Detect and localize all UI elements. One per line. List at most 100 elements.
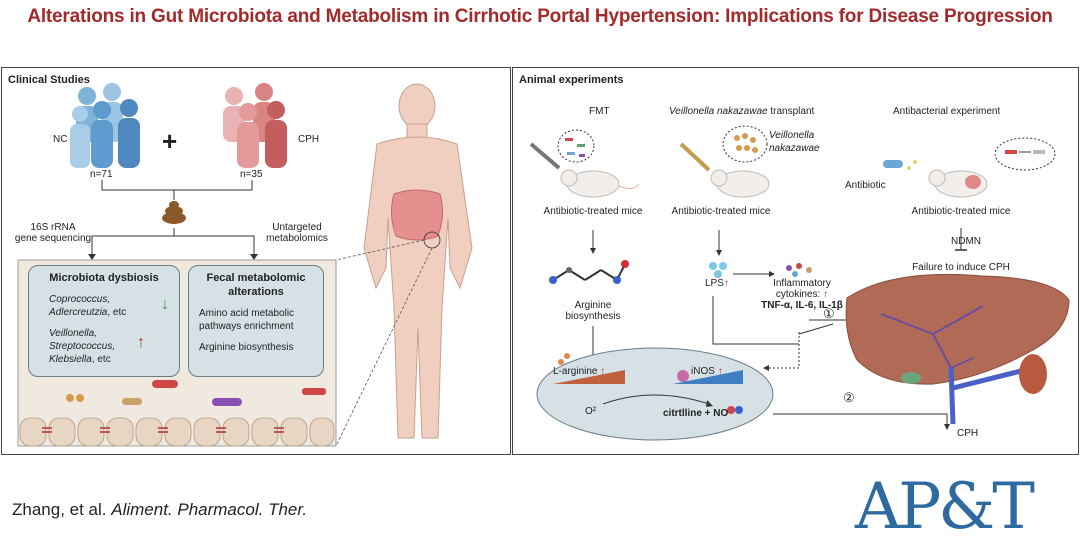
stool-icon xyxy=(162,201,186,224)
microbiota-dysbiosis-box: Microbiota dysbiosis Coprococcus, Adlerc… xyxy=(28,265,180,377)
intestine-organ-icon xyxy=(390,189,444,241)
nc-people-icon xyxy=(70,83,140,168)
veillonella-transplant-label: Veillonella nakazawae transplant xyxy=(669,106,814,117)
down-genus-2-name: Adlercreutzia xyxy=(49,307,108,318)
lps-label: LPS↑ xyxy=(705,278,729,289)
mouse-icon-2 xyxy=(710,169,770,198)
antibacterial-bubble xyxy=(994,137,1056,171)
up-genus-1: Veillonella, xyxy=(49,328,97,339)
plus-sign: + xyxy=(162,126,178,156)
inflammatory-line-2: cytokines: ↑ xyxy=(757,289,847,300)
mouse-icon-3 xyxy=(928,169,988,198)
split-arrows xyxy=(91,228,255,254)
inflammatory-line-2-text: cytokines: xyxy=(775,289,821,300)
antibacterial-label: Antibacterial experiment xyxy=(893,106,1001,117)
clinical-graphics xyxy=(17,83,473,447)
kidney-icon xyxy=(1019,354,1047,394)
metabolomics-label-line-1: Untargeted xyxy=(272,222,322,233)
fmt-label: FMT xyxy=(589,106,610,117)
animal-panel-title: Animal experiments xyxy=(519,74,624,86)
step-2-marker: ② xyxy=(843,390,855,405)
intestinal-villi xyxy=(19,417,335,447)
fmt-bubble xyxy=(557,129,595,163)
up-genus-3-suffix: , etc xyxy=(91,354,111,365)
l-arginine-wedge xyxy=(553,370,625,384)
cph-people-icon xyxy=(223,83,287,168)
syringe-icon xyxy=(529,142,561,170)
inos-enzyme-icon xyxy=(677,370,689,382)
inos-label: iNOS ↑ xyxy=(691,366,723,377)
sequencing-label-line-2: gene sequencing xyxy=(14,233,92,244)
fecal-line-2: pathways enrichment xyxy=(199,321,294,332)
nc-label: NC xyxy=(53,134,68,145)
veillonella-title-rest: transplant xyxy=(767,106,815,117)
cytokines-icon xyxy=(786,263,812,277)
antibiotic-label: Antibiotic xyxy=(845,180,886,191)
veillonella-inset-1: Veillonella xyxy=(769,130,815,141)
animal-experiments-panel: Animal experiments xyxy=(512,67,1079,455)
cph-outcome-label: CPH xyxy=(957,428,979,439)
inflammatory-label: Inflammatory cytokines: ↑ TNF-α, IL-6, I… xyxy=(757,278,847,311)
pathway-ellipse xyxy=(536,347,774,441)
cph-label: CPH xyxy=(298,134,320,145)
inflammatory-line-3: TNF-α, IL-6, IL-1β xyxy=(761,300,843,311)
no-molecule-icon xyxy=(727,406,743,414)
antibiotic-pill-icon xyxy=(883,160,917,170)
l-arginine-label: L-arginine ↑ xyxy=(553,366,605,377)
down-arrow-icon: ↓ xyxy=(161,296,169,313)
citation-authors: Zhang, et al. xyxy=(12,500,112,519)
human-body-icon xyxy=(363,83,473,439)
up-arrow-icon: ↑ xyxy=(137,334,145,351)
citrulline-label: citrtlline + NO xyxy=(663,408,729,419)
antibacterial-bacteria-icon xyxy=(1005,150,1045,154)
down-genus-2-suffix: , etc xyxy=(107,307,127,318)
citation: Zhang, et al. Aliment. Pharmacol. Ther. xyxy=(12,500,307,520)
metabolomics-label-line-2: metabolomics xyxy=(266,233,328,244)
up-genus-2: Streptococcus, xyxy=(49,341,116,352)
lps-up-arrow-icon: ↑ xyxy=(723,278,729,289)
arginine-label: Arginine biosynthesis xyxy=(553,300,633,322)
group-merge-bracket xyxy=(101,180,253,200)
up-genus-3-name: Klebsiella xyxy=(49,354,92,365)
veillonella-title-species: Veillonella nakazawae xyxy=(669,106,768,117)
up-genus-3: Klebsiella, etc xyxy=(49,354,111,365)
arginine-label-line-1: Arginine xyxy=(574,300,612,311)
gallbladder-icon xyxy=(901,372,921,384)
page-title: Alterations in Gut Microbiota and Metabo… xyxy=(27,6,1053,27)
clinical-studies-panel: Clinical Studies xyxy=(1,67,511,455)
fecal-line-1: Amino acid metabolic xyxy=(199,308,295,319)
fecal-title-line-1: Fecal metabolomic xyxy=(206,272,306,284)
down-genus-1: Coprococcus, xyxy=(49,294,111,305)
lps-icon xyxy=(709,262,727,278)
fmt-bacteria-icon xyxy=(565,138,585,157)
inos-text: iNOS xyxy=(691,366,715,377)
l-arginine-up-arrow-icon: ↑ xyxy=(600,366,606,377)
veillonella-cells-icon xyxy=(734,133,758,153)
citation-journal: Aliment. Pharmacol. Ther. xyxy=(111,500,308,519)
cytokine-up-arrow-icon: ↑ xyxy=(823,289,829,300)
fecal-title-line-2: alterations xyxy=(228,286,284,298)
mice-label-1: Antibiotic-treated mice xyxy=(543,206,643,217)
arginine-label-line-2: biosynthesis xyxy=(565,311,621,322)
fecal-line-3: Arginine biosynthesis xyxy=(199,342,294,353)
l-arginine-text: L-arginine xyxy=(553,366,598,377)
lps-text: LPS xyxy=(705,278,724,289)
step-1-marker: ① xyxy=(823,306,835,321)
animal-graphics: × xyxy=(529,125,1070,441)
inos-wedge xyxy=(673,370,743,384)
journal-logo: AP&T xyxy=(855,470,1035,544)
inos-up-arrow-icon: ↑ xyxy=(717,366,723,377)
ndmn-label: NDMN xyxy=(951,236,981,247)
mouse-icon-1 xyxy=(560,169,640,198)
fecal-metabolomic-box: Fecal metabolomic alterations Amino acid… xyxy=(188,265,324,377)
inflammatory-line-1: Inflammatory xyxy=(773,278,831,289)
syringe-icon-2 xyxy=(679,142,711,172)
metabolomics-label: Untargeted metabolomics xyxy=(257,222,337,244)
clinical-panel-title: Clinical Studies xyxy=(8,74,90,86)
tight-junctions xyxy=(42,427,284,433)
dysbiosis-title: Microbiota dysbiosis xyxy=(49,272,159,284)
sequencing-label-line-1: 16S rRNA xyxy=(30,222,76,233)
molecule-atoms xyxy=(549,260,629,284)
down-genus-2: Adlercreutzia, etc xyxy=(49,307,126,318)
mice-label-3: Antibiotic-treated mice xyxy=(911,206,1011,217)
